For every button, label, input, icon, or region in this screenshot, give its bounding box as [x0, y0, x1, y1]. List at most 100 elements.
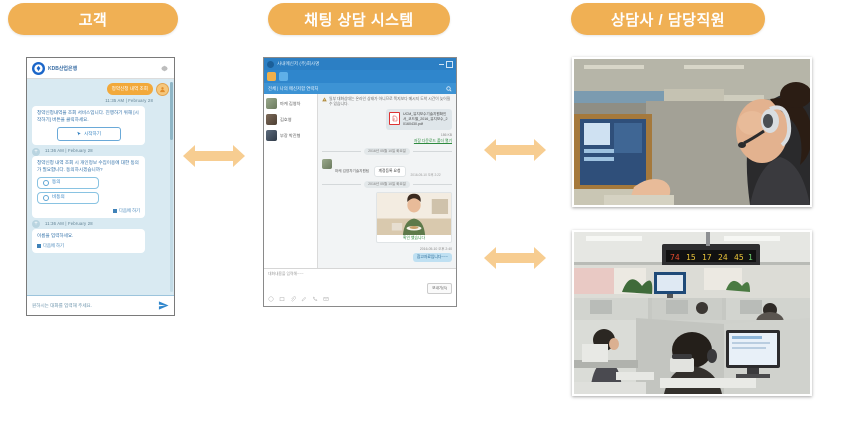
send-button[interactable]: 보내기(S)	[427, 283, 452, 294]
list-item[interactable]: 김호영	[266, 114, 315, 125]
mobile-chat-mockup: KDB산업은행 청약신청 내역 조회 11:35 AM | February 2…	[26, 57, 175, 316]
photo-caption: 확인 했습니다	[402, 235, 425, 240]
start-button-label: 시작하기	[84, 130, 101, 136]
column-header-system: 채팅 상담 시스템	[268, 3, 450, 35]
consent-option-disagree[interactable]: 비동의	[37, 191, 99, 204]
chat-row-incoming-2: 청약신청 내역 조회 시 개인정보 수집이용에 대한 동의가 필요합니다. 동의…	[32, 156, 169, 218]
file-message[interactable]: P UCM_유지보수기술지원확인서_코드별_2016_유지보수_20160430…	[386, 109, 452, 130]
pc-chat-area[interactable]: 일부 대화상대는 온라인 상태가 아니므로 쪽지보다 메시지 도착 시간이 늦어…	[318, 94, 456, 268]
screenshot-icon[interactable]	[279, 296, 285, 302]
mobile-scrollbar-track[interactable]	[170, 82, 173, 292]
incoming-message: 마케 김영차기술지원팀 계정등록 요청 2016-05-10 오후 2:22	[322, 158, 452, 177]
square-icon	[37, 243, 41, 248]
pc-toolbar[interactable]	[264, 70, 456, 83]
pc-message-input[interactable]: 대화내용을 입력해~~~	[268, 272, 304, 276]
divider-line	[412, 150, 452, 152]
later-link-label: 다음에 하기	[43, 242, 64, 248]
svg-text:45: 45	[734, 253, 744, 262]
add-icon[interactable]: +	[32, 220, 40, 229]
send-icon[interactable]	[158, 300, 169, 311]
avatar	[266, 130, 277, 141]
mobile-header: KDB산업은행	[27, 58, 174, 79]
later-link[interactable]: 다음에 하기	[37, 208, 140, 214]
pencil-icon[interactable]	[301, 296, 307, 302]
download-link[interactable]: 저장 다운로드 폴더 열기	[413, 138, 452, 143]
attachment-icon[interactable]	[290, 296, 296, 302]
start-button[interactable]: 시작하기	[56, 127, 121, 142]
pc-tab-bar[interactable]: 전체 | 나의 메신저함 연락처	[264, 83, 456, 94]
search-icon[interactable]	[446, 85, 452, 92]
file-name: UCM_유지보수기술지원확인서_코드별_2016_유지보수_20160430.p…	[403, 112, 448, 126]
pc-window-title: 사내메신저 (주)회사명	[277, 61, 320, 66]
photo-message[interactable]: 확인 했습니다	[376, 191, 452, 243]
cursor-click-icon	[77, 132, 81, 136]
date-label: 2016년 05월 10일 화요일	[364, 180, 410, 188]
radio-icon[interactable]	[43, 179, 49, 186]
add-icon[interactable]: +	[32, 147, 40, 156]
message-timestamp: 11:35 AM | February 28	[105, 98, 153, 103]
consent-option-agree-label: 동의	[52, 179, 61, 185]
mobile-input-bar[interactable]: 원하시는 대화를 입력해 주세요.	[27, 295, 174, 315]
name-prompt-bubble: 이름을 입력하세요. 다음에 하기	[32, 228, 145, 253]
window-controls[interactable]	[439, 60, 453, 68]
bank-logo-icon	[32, 61, 45, 75]
radio-icon[interactable]	[43, 194, 49, 201]
offline-notice: 일부 대화상대는 온라인 상태가 아니므로 쪽지보다 메시지 도착 시간이 늦어…	[322, 97, 452, 107]
contact-name: 김호영	[280, 116, 292, 122]
chat-row-incoming-1: 청약신청내역을 조회 서비스입니다. 진행하기 위해 [시작하기] 버튼을 클릭…	[32, 106, 169, 146]
svg-text:15: 15	[686, 253, 696, 262]
photo-timestamp: 2016-05-10 오후 2:40	[419, 246, 452, 251]
pdf-file-icon: P	[389, 112, 400, 126]
consent-option-agree[interactable]: 동의	[37, 176, 99, 189]
refresh-icon[interactable]	[279, 72, 288, 81]
message-bubble: 계정등록 요청	[373, 165, 406, 177]
arrow-customer-to-system	[183, 143, 245, 169]
avatar	[266, 114, 277, 125]
svg-text:17: 17	[702, 253, 712, 262]
incoming-text: 청약신청내역을 조회 서비스입니다. 진행하기 위해 [시작하기] 버튼을 클릭…	[37, 110, 139, 122]
contact-name: 부장 박진형	[280, 132, 301, 138]
message-timestamp: 2016-05-10 오후 2:22	[410, 172, 441, 177]
mobile-message-input[interactable]: 원하시는 대화를 입력해 주세요.	[32, 302, 93, 308]
maximize-icon[interactable]	[446, 60, 453, 68]
call-center-office-photo: 74 15 17 24 45 1	[572, 230, 812, 396]
date-label: 2016년 05월 10일 화요일	[364, 147, 410, 155]
pc-main-area: 마케 김영차 김호영 부장 박진형 일부 대화상대는 온라인 상태가 아니므로 …	[264, 94, 456, 268]
pc-tab-label[interactable]: 전체 | 나의 메신저함 연락처	[268, 85, 319, 91]
sender-name: 마케 김영차기술지원팀	[335, 168, 370, 173]
mobile-brand-label: KDB산업은행	[48, 65, 78, 72]
arrow-system-to-agent-bottom	[484, 245, 546, 271]
chat-row-outgoing: 청약신청 내역 조회	[32, 83, 169, 96]
people-icon[interactable]	[267, 72, 276, 81]
divider-line	[412, 183, 452, 185]
gear-icon[interactable]	[160, 64, 169, 73]
square-icon	[113, 208, 118, 213]
pc-bottom-icons[interactable]	[268, 296, 329, 302]
list-item[interactable]: 마케 김영차	[266, 98, 315, 109]
message-timestamp: 11:36 AM | February 28	[45, 220, 93, 226]
avatar	[156, 83, 169, 96]
minimize-icon[interactable]	[439, 63, 444, 65]
contact-name: 마케 김영차	[280, 100, 301, 106]
pc-title-bar: 사내메신저 (주)회사명	[264, 58, 456, 70]
pc-input-area[interactable]: 대화내용을 입력해~~~ 보내기(S)	[264, 268, 456, 306]
date-divider: 2016년 05월 10일 화요일	[322, 147, 452, 155]
mobile-scrollbar-thumb[interactable]	[170, 82, 173, 140]
divider-line	[322, 183, 362, 185]
consent-text: 청약신청 내역 조회 시 개인정보 수집이용에 대한 동의가 필요합니다. 동의…	[37, 160, 139, 172]
later-link[interactable]: 다음에 하기	[37, 243, 140, 249]
mail-icon[interactable]	[323, 296, 329, 302]
offline-notice-text: 일부 대화상대는 온라인 상태가 아니므로 쪽지보다 메시지 도착 시간이 늦어…	[329, 97, 451, 107]
consent-bubble: 청약신청 내역 조회 시 개인정보 수집이용에 대한 동의가 필요합니다. 동의…	[32, 156, 145, 218]
avatar	[266, 98, 277, 109]
list-item[interactable]: 부장 박진형	[266, 130, 315, 141]
name-prompt-text: 이름을 입력하세요.	[37, 232, 74, 238]
pc-contact-list[interactable]: 마케 김영차 김호영 부장 박진형	[264, 94, 318, 268]
date-divider: 2016년 05월 10일 화요일	[322, 180, 452, 188]
svg-text:P: P	[393, 120, 395, 122]
message-timestamp: 11:36 AM | February 28	[45, 148, 93, 154]
phone-icon[interactable]	[312, 296, 318, 302]
mobile-chat-body[interactable]: 청약신청 내역 조회 11:35 AM | February 28 청약신청내역…	[27, 79, 174, 295]
emoji-icon[interactable]	[268, 296, 274, 302]
